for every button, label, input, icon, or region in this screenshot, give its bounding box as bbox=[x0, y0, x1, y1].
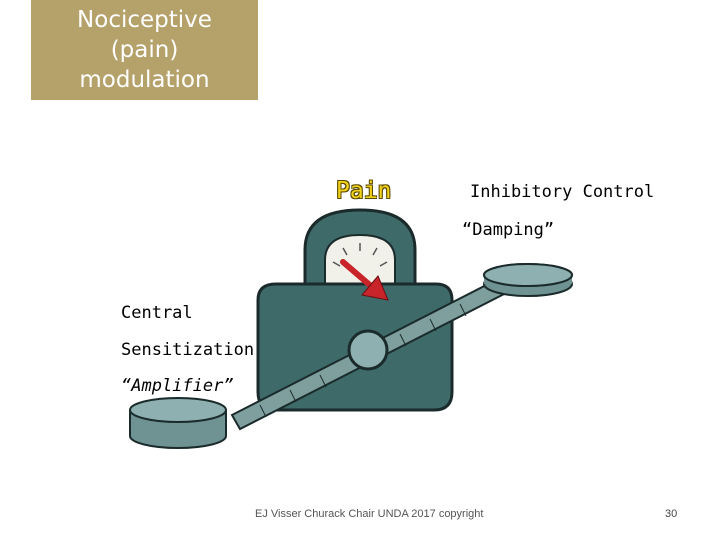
slide-title-box: Nociceptive (pain) modulation bbox=[31, 0, 258, 100]
amplifier-label: “Amplifier” bbox=[121, 376, 234, 396]
pain-label: Pain bbox=[336, 178, 392, 204]
pain-pointer-arrow bbox=[340, 259, 389, 301]
sensitization-label: Sensitization bbox=[121, 340, 255, 360]
central-label: Central bbox=[121, 303, 193, 323]
damping-label: “Damping” bbox=[462, 220, 555, 240]
left-scale-pan bbox=[129, 397, 227, 449]
slide-title: Nociceptive (pain) modulation bbox=[77, 7, 212, 93]
inhibitory-control-label: Inhibitory Control bbox=[470, 182, 655, 202]
page-number: 30 bbox=[665, 508, 678, 520]
footer-credit: EJ Visser Churack Chair UNDA 2017 copyri… bbox=[255, 508, 484, 520]
right-scale-pan bbox=[483, 263, 573, 297]
beam-pivot bbox=[347, 329, 389, 371]
